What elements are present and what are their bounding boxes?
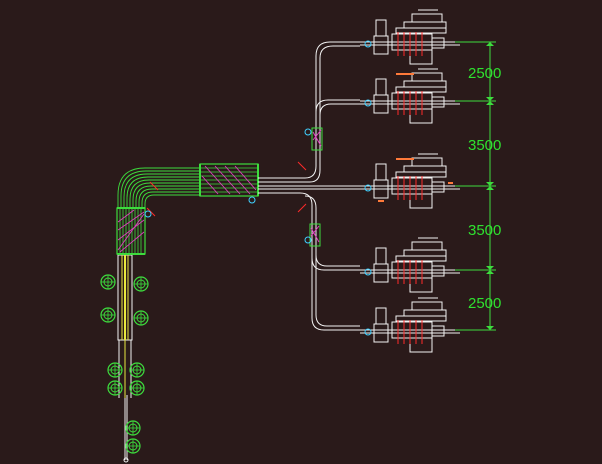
clamp-icon (364, 268, 372, 276)
riser-module-lower (309, 223, 321, 247)
tree-icon (107, 362, 123, 378)
main-header-pipes (258, 177, 360, 194)
elbow-red-marks (146, 181, 159, 217)
dimension-label-2: 3500 (468, 137, 501, 154)
valve-assembly (360, 153, 460, 209)
tree-icon (100, 307, 116, 323)
clamp-icon (364, 99, 372, 107)
valve-assembly (360, 237, 460, 293)
dimension-label-1: 2500 (468, 65, 501, 82)
main-elbow-bend (117, 167, 200, 208)
tree-icon (129, 362, 145, 378)
clamp-icon (364, 40, 372, 48)
tree-icon (133, 276, 149, 292)
tree-icon (129, 380, 145, 396)
valve-assembly (360, 297, 460, 353)
valve-assembly (360, 68, 460, 124)
tree-icon (125, 420, 141, 436)
tree-icon (100, 274, 116, 290)
tree-icon (125, 438, 141, 454)
valve-assemblies (360, 9, 460, 353)
clamp-icon (364, 328, 372, 336)
riser-red-marks (297, 161, 307, 213)
dimension-label-4: 2500 (468, 295, 501, 312)
support-clamps (144, 128, 312, 244)
horizontal-bundle-module (199, 163, 259, 197)
vertical-bundle-module (116, 207, 146, 255)
dimension-chain: 2500 3500 3500 2500 (455, 41, 501, 331)
tree-icon (107, 380, 123, 396)
tree-icon (133, 310, 149, 326)
riser-module-upper (311, 127, 323, 151)
tree-symbols (100, 274, 149, 454)
clamp-icon (364, 184, 372, 192)
dimension-label-3: 3500 (468, 222, 501, 239)
branch-risers (299, 41, 360, 331)
valve-assembly (360, 9, 460, 65)
